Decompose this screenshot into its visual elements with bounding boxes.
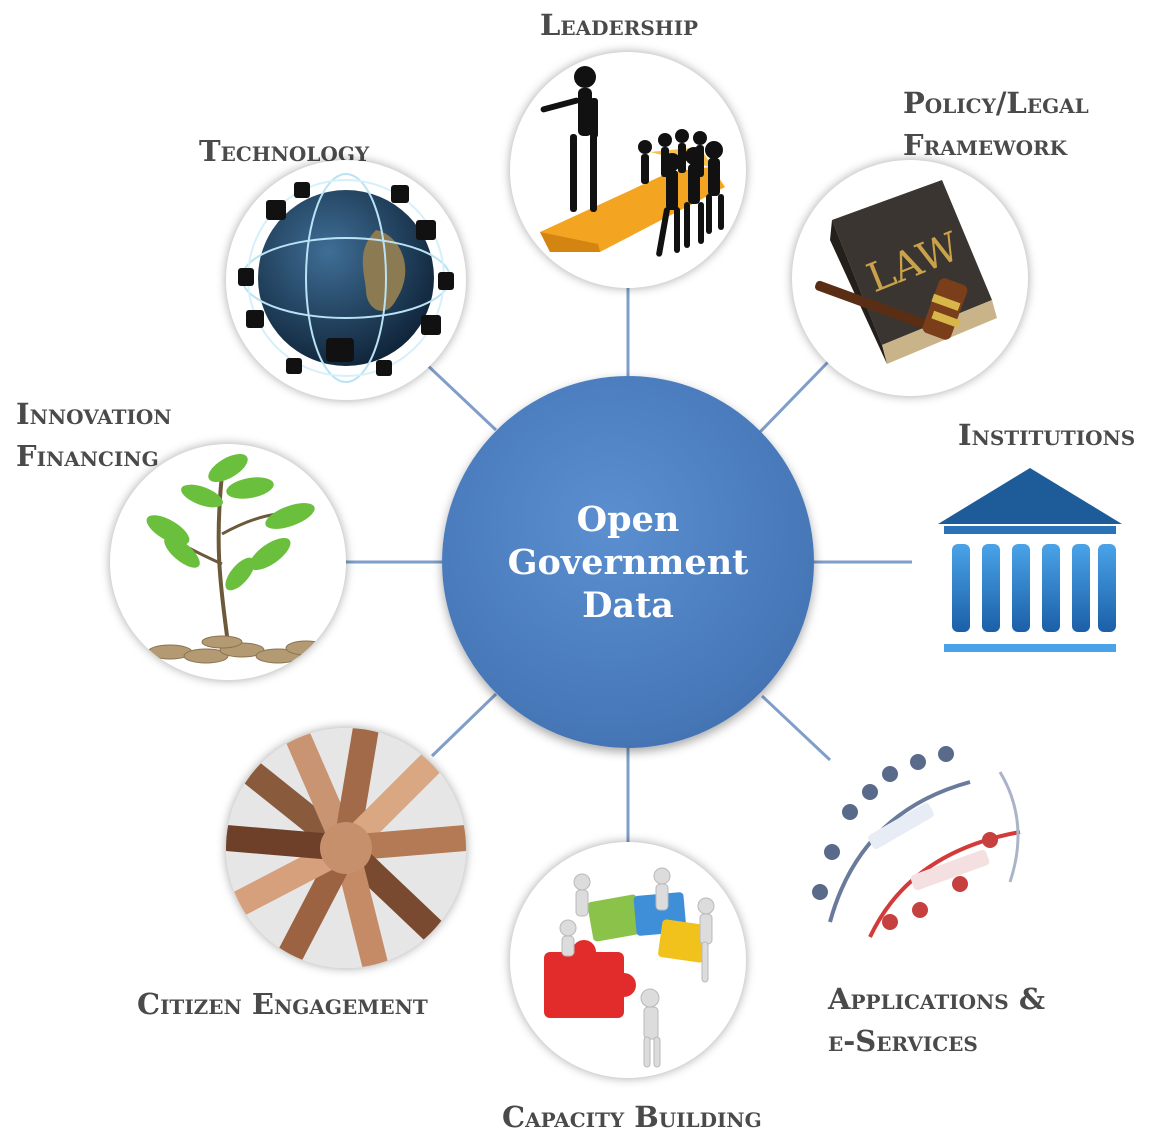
label-citizen-line-1: Citizen Engagement (137, 987, 428, 1021)
hands-together-icon (226, 728, 466, 968)
label-leadership-line-1: Leadership (540, 8, 699, 42)
applications-key-benefits-icon (812, 746, 1021, 938)
label-policy-line-2: Framework (903, 128, 1067, 162)
label-innovation-line-1: Innovation (16, 397, 172, 431)
connector-policy (758, 360, 830, 434)
node-policy-legal: LAW (792, 160, 1028, 396)
institution-building-icon (938, 468, 1122, 652)
label-institutions-line-1: Institutions (958, 418, 1136, 452)
node-technology (226, 160, 466, 400)
people-leader-arrow-icon (540, 66, 725, 257)
label-institutions: Institutions (958, 414, 1135, 456)
label-applications: Applications & e-Services (828, 978, 1045, 1062)
label-policy-legal: Policy/Legal Framework (903, 82, 1089, 166)
center-title-line-3: Data (582, 584, 674, 626)
node-citizen (226, 728, 466, 968)
center-title-line-1: Open (576, 498, 680, 540)
center-hub: Open Government Data (442, 376, 814, 748)
puzzle-team-icon (544, 867, 715, 1068)
label-citizen: Citizen Engagement (137, 983, 428, 1025)
label-capacity: Capacity Building (502, 1096, 762, 1137)
node-capacity (510, 842, 746, 1078)
center-title-line-2: Government (507, 541, 749, 583)
node-leadership (510, 52, 746, 288)
connector-technology (422, 360, 498, 432)
law-book-gavel-icon: LAW (815, 180, 997, 364)
label-capacity-line-1: Capacity Building (502, 1100, 762, 1134)
connector-applications (760, 694, 832, 762)
label-applications-line-1: Applications & (828, 982, 1046, 1016)
node-innovation (110, 444, 346, 680)
label-applications-line-2: e-Services (828, 1024, 978, 1058)
label-leadership: Leadership (540, 4, 698, 46)
globe-satellites-icon (238, 173, 454, 383)
node-institutions (930, 462, 1130, 662)
node-applications (790, 722, 1030, 962)
center-title: Open Government Data (508, 498, 749, 627)
sprout-coins-icon (146, 454, 327, 664)
label-innovation-line-2: Financing (16, 439, 159, 473)
label-innovation: Innovation Financing (16, 393, 172, 477)
label-policy-line-1: Policy/Legal (903, 86, 1089, 120)
